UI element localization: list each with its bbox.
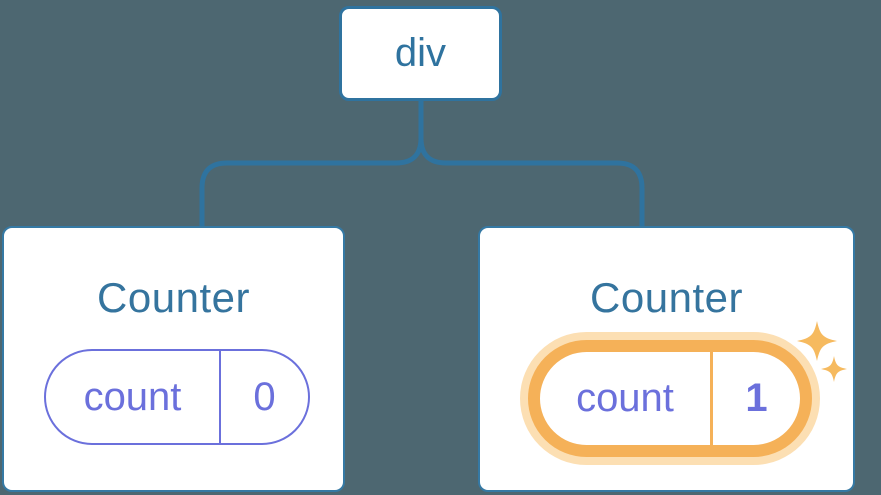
sparkle-large	[797, 321, 837, 361]
state-key: count	[83, 374, 182, 419]
component-title: Counter	[97, 274, 250, 321]
state-key: count	[576, 376, 674, 420]
counter-card-1: Counter count 1	[478, 226, 855, 492]
connector-right-branch	[418, 101, 645, 227]
counter-card-0: Counter count 0	[2, 226, 345, 492]
connector-left-branch	[199, 101, 424, 227]
state-pill: count 0	[44, 349, 310, 445]
sparkles-icon	[797, 321, 847, 382]
state-value: 0	[219, 351, 308, 443]
root-node-label: div	[394, 31, 447, 75]
state-pill-highlighted: count 1	[528, 340, 812, 457]
component-title: Counter	[590, 274, 743, 321]
root-node-div: div	[339, 6, 502, 101]
state-value: 1	[710, 352, 800, 445]
sparkle-small	[821, 356, 847, 382]
